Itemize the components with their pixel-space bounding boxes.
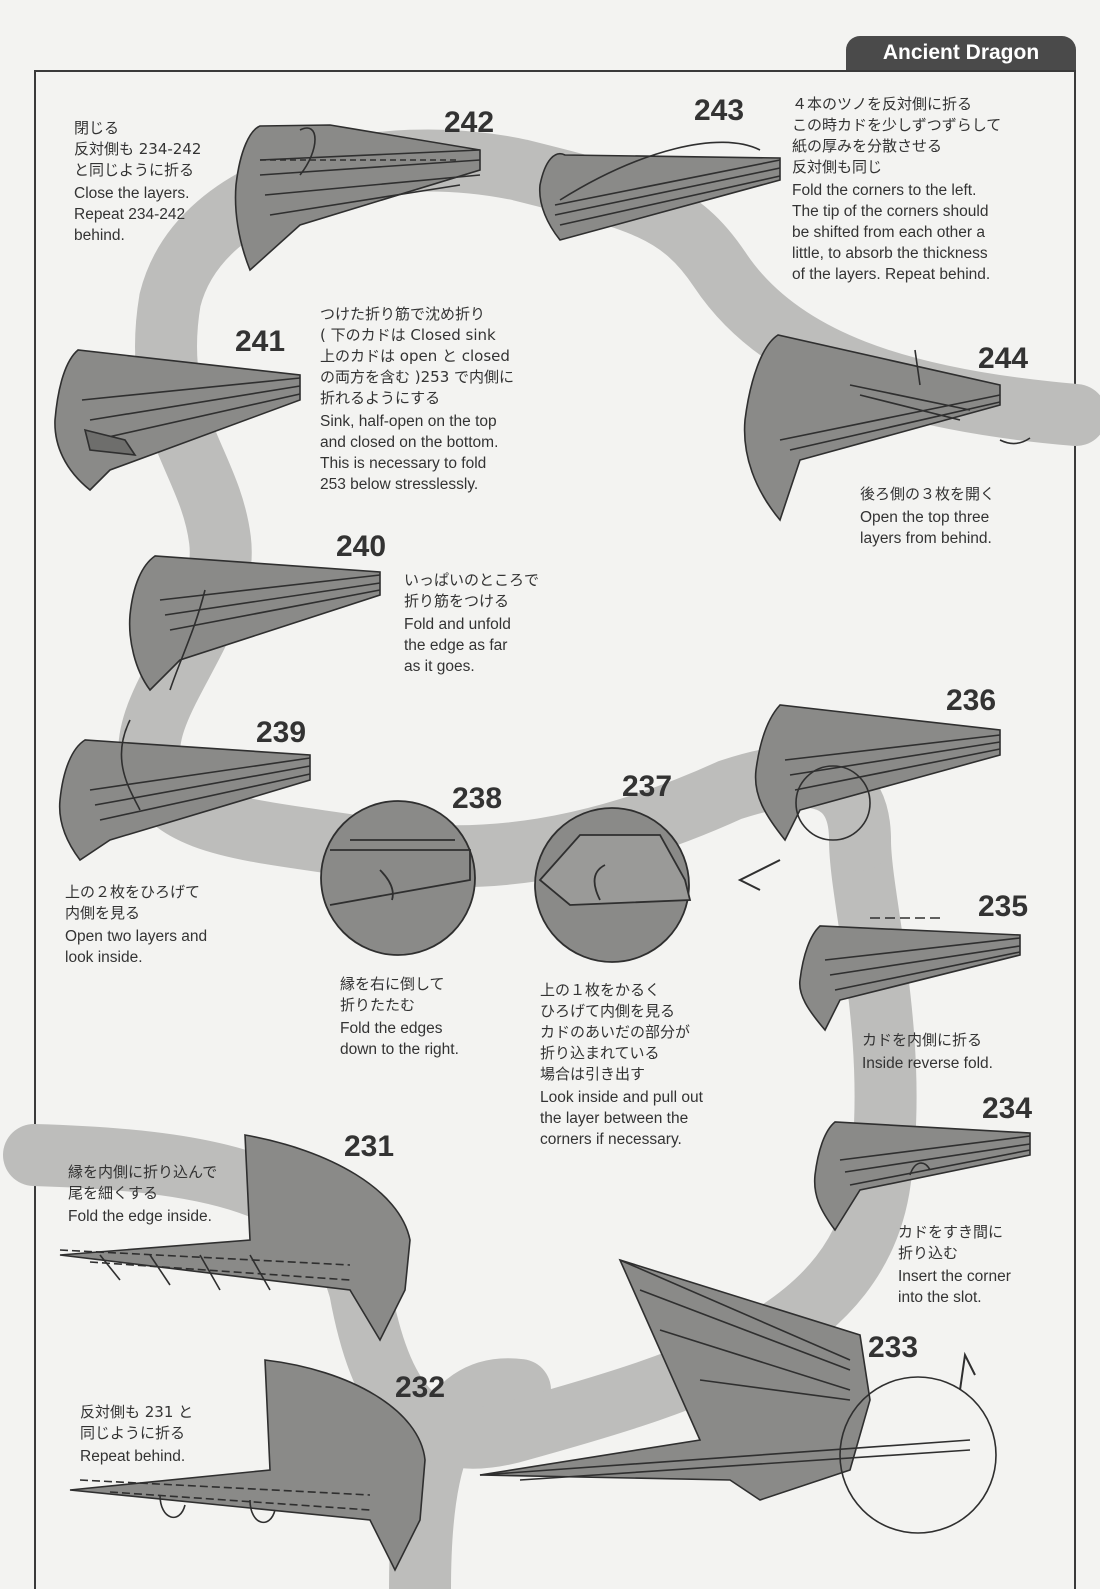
step-number-239: 239 <box>256 716 307 749</box>
model-242 <box>234 124 481 272</box>
instruction-242: 閉じる 反対側も 234-242 と同じように折る Close the laye… <box>74 118 201 246</box>
model-231 <box>59 1134 411 1342</box>
model-237 <box>534 807 692 963</box>
instruction-243-jp: ４本のツノを反対側に折る この時カドを少しずつずらして 紙の厚みを分散させる 反… <box>792 95 1002 176</box>
instruction-242-jp: 閉じる 反対側も 234-242 と同じように折る <box>74 119 202 179</box>
step-number-243: 243 <box>694 94 745 127</box>
instruction-243-en: Fold the corners to the left. The tip of… <box>792 182 991 283</box>
instruction-240: いっぱいのところで 折り筋をつける Fold and unfold the ed… <box>404 570 539 677</box>
step-number-244: 244 <box>978 342 1029 375</box>
instruction-231-en: Fold the edge inside. <box>68 1208 212 1225</box>
flow-arrows <box>737 859 976 1391</box>
page-frame <box>34 70 1076 1589</box>
instruction-237: 上の１枚をかるく ひろげて内側を見る カドのあいだの部分が 折り込まれている 場… <box>540 980 703 1150</box>
instruction-238-en: Fold the edges down to the right. <box>340 1020 459 1058</box>
instruction-234-en: Insert the corner into the slot. <box>898 1268 1011 1306</box>
step-number-235: 235 <box>978 890 1029 923</box>
step-number-231: 231 <box>344 1130 395 1163</box>
instruction-231-jp: 縁を内側に折り込んで 尾を細くする <box>68 1163 218 1202</box>
step-number-238: 238 <box>452 782 503 815</box>
model-235 <box>799 917 1021 1032</box>
step-number-237: 237 <box>622 770 673 803</box>
instruction-232-en: Repeat behind. <box>80 1448 186 1465</box>
model-238 <box>320 800 476 956</box>
instruction-240-jp: いっぱいのところで 折り筋をつける <box>404 571 540 610</box>
step-number-233: 233 <box>868 1331 919 1364</box>
instruction-244: 後ろ側の３枚を開く Open the top three layers from… <box>860 484 995 549</box>
instruction-237-jp: 上の１枚をかるく ひろげて内側を見る カドのあいだの部分が 折り込まれている 場… <box>540 981 691 1083</box>
instruction-231: 縁を内側に折り込んで 尾を細くする Fold the edge inside. <box>68 1162 217 1227</box>
instruction-235-jp: カドを内側に折る <box>862 1031 983 1049</box>
instruction-238-jp: 縁を右に倒して 折りたたむ <box>340 975 445 1014</box>
step-number-240: 240 <box>336 530 387 563</box>
model-234 <box>813 1121 1031 1232</box>
model-240 <box>128 555 381 692</box>
model-236 <box>754 704 1001 842</box>
instruction-243: ４本のツノを反対側に折る この時カドを少しずつずらして 紙の厚みを分散させる 反… <box>792 94 1001 285</box>
instruction-240-en: Fold and unfold the edge as far as it go… <box>404 616 511 675</box>
model-241 <box>54 349 301 492</box>
model-244 <box>743 334 1031 522</box>
instruction-232-jp: 反対側も 231 と 同じように折る <box>80 1403 194 1442</box>
step-number-236: 236 <box>946 684 997 717</box>
instruction-237-en: Look inside and pull out the layer betwe… <box>540 1089 703 1148</box>
model-243 <box>538 141 781 241</box>
instruction-244-en: Open the top three layers from behind. <box>860 509 992 547</box>
step-number-242: 242 <box>444 106 495 139</box>
instruction-242-en: Close the layers. Repeat 234-242 behind. <box>74 185 190 244</box>
instruction-235-en: Inside reverse fold. <box>862 1055 993 1072</box>
model-239 <box>58 719 311 862</box>
instruction-238: 縁を右に倒して 折りたたむ Fold the edges down to the… <box>340 974 459 1060</box>
instruction-241: つけた折り筋で沈め折り ( 下のカドは Closed sink 上のカドは op… <box>320 304 514 495</box>
instruction-244-jp: 後ろ側の３枚を開く <box>860 485 996 503</box>
instruction-241-jp: つけた折り筋で沈め折り ( 下のカドは Closed sink 上のカドは op… <box>320 305 515 407</box>
model-233 <box>479 1258 997 1534</box>
model-232 <box>69 1359 426 1572</box>
step-number-241: 241 <box>235 325 286 358</box>
chapter-title: Ancient Dragon <box>846 36 1076 70</box>
instruction-234-jp: カドをすき間に 折り込む <box>898 1223 1004 1262</box>
instruction-232: 反対側も 231 と 同じように折る Repeat behind. <box>80 1402 193 1467</box>
instruction-239: 上の２枚をひろげて 内側を見る Open two layers and look… <box>65 882 207 968</box>
step-number-232: 232 <box>395 1371 446 1404</box>
instruction-234: カドをすき間に 折り込む Insert the corner into the … <box>898 1222 1011 1308</box>
instruction-235: カドを内側に折る Inside reverse fold. <box>862 1030 993 1074</box>
instruction-241-en: Sink, half-open on the top and closed on… <box>320 413 499 493</box>
instruction-239-jp: 上の２枚をひろげて 内側を見る <box>65 883 201 922</box>
step-number-234: 234 <box>982 1092 1033 1125</box>
instruction-239-en: Open two layers and look inside. <box>65 928 208 966</box>
